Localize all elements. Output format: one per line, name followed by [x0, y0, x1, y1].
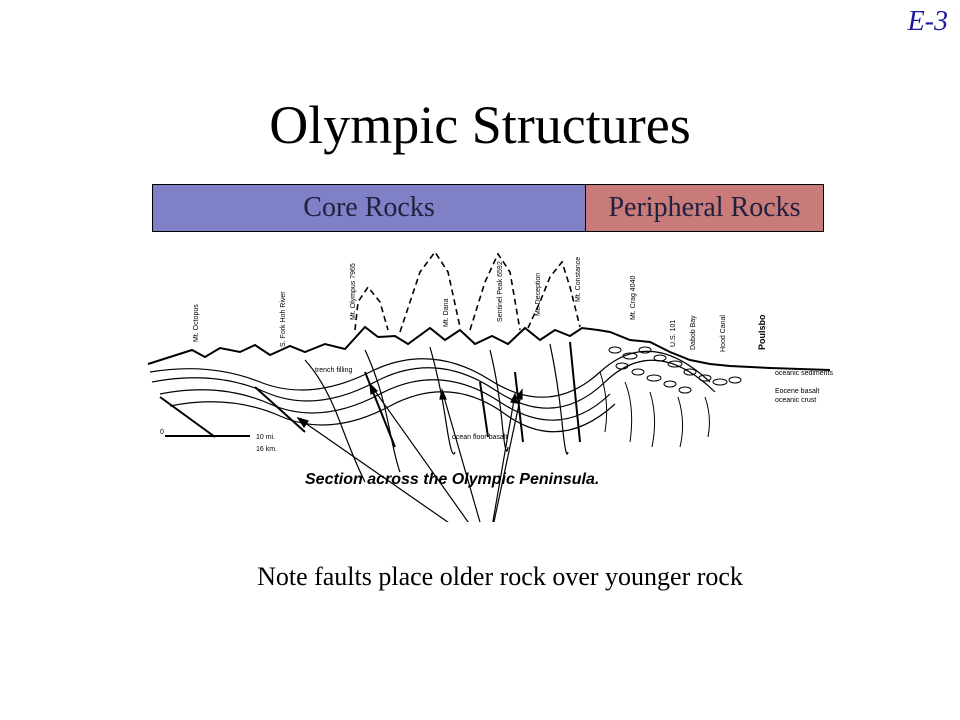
core-rocks-band: Core Rocks: [152, 184, 586, 232]
peak-label: Hood Canal: [720, 315, 727, 352]
peripheral-rocks-label: Peripheral Rocks: [608, 192, 801, 223]
annotation-arrows: [296, 382, 523, 522]
ocean-floor-basalt-label: ocean floor basalt: [452, 434, 507, 441]
peak-label: Dabob Bay: [690, 315, 697, 350]
cross-section-diagram: Mt. Octopus S. Fork Hoh River Mt. Olympu…: [147, 250, 833, 522]
peak-label: Mt. Dana: [443, 298, 450, 327]
slide-title: Olympic Structures: [269, 95, 691, 155]
peak-labels: Mt. Octopus S. Fork Hoh River Mt. Olympu…: [193, 257, 767, 352]
oceanic-sediments-label: oceanic sediments: [775, 370, 833, 377]
peak-label: Mt. Olympus 7965: [350, 263, 357, 320]
eroded-fold-outlines: [354, 250, 581, 333]
peripheral-rock-texture: [599, 346, 742, 448]
peak-label: Poulsbo: [757, 314, 767, 350]
peak-label: Mt. Octopus: [193, 304, 200, 342]
peak-label: S. Fork Hoh River: [280, 291, 287, 347]
figure-caption: Section across the Olympic Peninsula.: [305, 471, 599, 488]
peak-label: U.S. 101: [670, 320, 677, 347]
scale-zero-label: 0: [160, 429, 164, 436]
oceanic-crust-label: oceanic crust: [775, 397, 816, 404]
slide-id: E-3: [907, 6, 948, 37]
core-rocks-label: Core Rocks: [303, 192, 435, 223]
fault-lines: [159, 341, 581, 448]
peak-label: Sentinel Peak 6592: [497, 261, 504, 322]
peak-label: Mt. Deception: [535, 273, 542, 316]
annotation-note: Note faults place older rock over younge…: [257, 562, 743, 591]
surface-profile: [147, 325, 831, 371]
peak-label: Mt. Crag 4040: [630, 276, 637, 320]
scale-miles-label: 10 mi.: [256, 434, 275, 441]
trench-filling-label: trench filling: [315, 367, 352, 374]
eocene-basalt-label: Eocene basalt: [775, 388, 819, 395]
scale-km-label: 16 km.: [256, 446, 277, 453]
peripheral-rocks-band: Peripheral Rocks: [585, 184, 824, 232]
strata-layers: [149, 343, 716, 483]
peak-label: Mt. Constance: [575, 257, 582, 302]
